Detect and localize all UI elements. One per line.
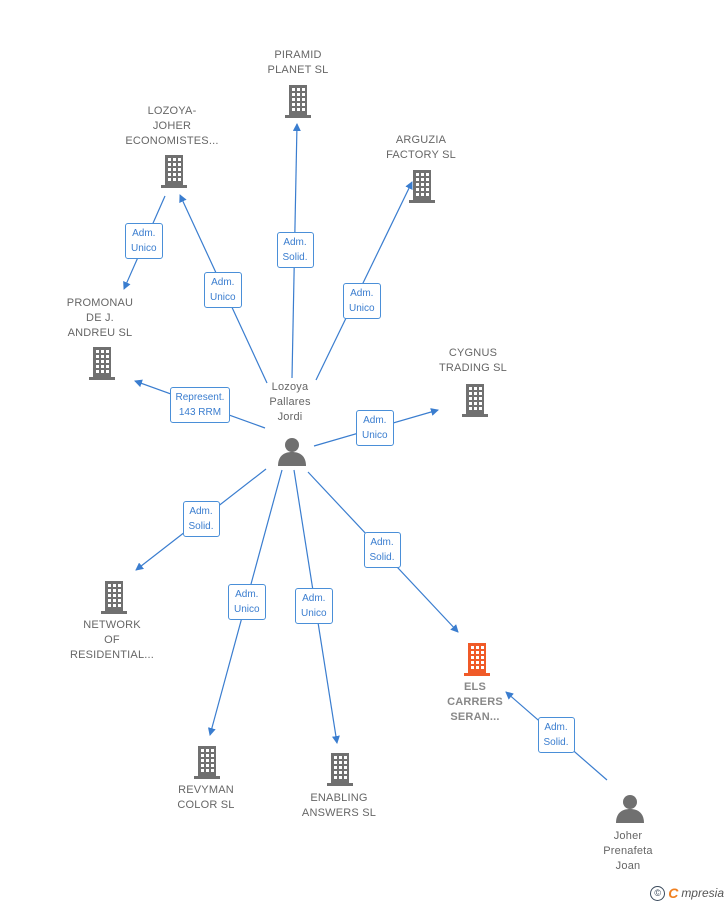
building-icon [100,580,128,619]
logo-initial: C [668,885,679,901]
node-label: ARGUZIA FACTORY SL [386,134,456,161]
edge-lozoya-to-arguzia [315,181,413,381]
node-label: REVYMAN COLOR SL [177,784,235,811]
logo-text: mpresia [681,886,724,900]
building-icon [193,745,221,784]
building-icon [160,154,188,193]
building-icon [284,84,312,123]
node-label: PROMONAU DE J. ANDREU SL [66,296,134,339]
node-label: NETWORK OF RESIDENTIAL... [69,618,155,661]
building-icon [326,752,354,791]
edge-label[interactable]: Adm. Unico [228,584,266,620]
node-label: ELS CARRERS SERAN... [447,680,503,723]
node-label: CYGNUS TRADING SL [438,347,507,374]
building-icon [88,346,116,385]
building-icon [408,169,436,208]
edge-label[interactable]: Represent. 143 RRM [169,387,231,423]
person-icon [277,436,307,471]
building-icon [461,383,489,422]
copyright-icon: © [650,885,666,901]
node-label: PIRAMID PLANET SL [267,49,329,76]
edge-label[interactable]: Adm. Unico [356,410,394,446]
edge-label[interactable]: Adm. Solid. [276,232,314,268]
node-label: LOZOYA- JOHER ECONOMISTES... [125,104,219,147]
person-icon [615,793,645,828]
edge-label[interactable]: Adm. Solid. [182,501,220,537]
edge-label[interactable]: Adm. Unico [125,223,163,259]
edge-label[interactable]: Adm. Solid. [537,717,575,753]
edge-label[interactable]: Adm. Unico [204,272,242,308]
node-label: Lozoya Pallares Jordi [269,380,311,423]
node-label: Joher Prenafeta Joan [603,829,653,872]
node-label: ENABLING ANSWERS SL [301,792,377,819]
edge-label[interactable]: Adm. Solid. [363,532,401,568]
edge-label[interactable]: Adm. Unico [343,283,381,319]
building-icon [463,642,491,681]
edge-label[interactable]: Adm. Unico [295,588,333,624]
